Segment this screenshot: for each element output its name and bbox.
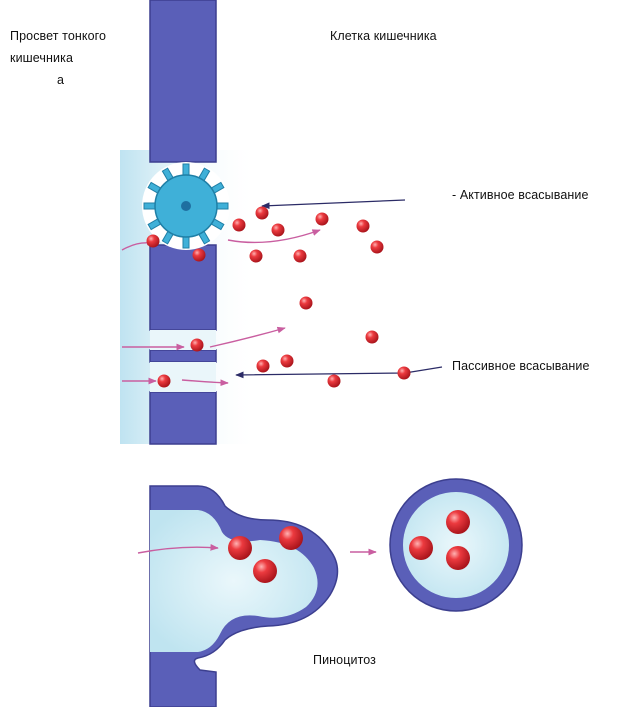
molecule-large bbox=[253, 559, 277, 583]
membrane-segment-top bbox=[150, 0, 216, 162]
molecule-large bbox=[446, 510, 470, 534]
molecule bbox=[193, 249, 206, 262]
molecule bbox=[357, 220, 370, 233]
molecule bbox=[294, 250, 307, 263]
molecule bbox=[147, 235, 160, 248]
molecule bbox=[371, 241, 384, 254]
molecule bbox=[300, 297, 313, 310]
molecule bbox=[257, 360, 270, 373]
membrane-segment-thin bbox=[150, 350, 216, 362]
molecule bbox=[366, 331, 379, 344]
molecule bbox=[328, 375, 341, 388]
label-pointers bbox=[236, 200, 442, 375]
molecule-large bbox=[409, 536, 433, 560]
molecule bbox=[191, 339, 204, 352]
membrane-segment-bottom bbox=[150, 392, 216, 444]
molecule bbox=[272, 224, 285, 237]
molecule bbox=[316, 213, 329, 226]
molecule-large bbox=[446, 546, 470, 570]
molecule bbox=[233, 219, 246, 232]
molecule-large bbox=[279, 526, 303, 550]
molecule bbox=[398, 367, 411, 380]
molecule bbox=[250, 250, 263, 263]
molecule bbox=[281, 355, 294, 368]
molecule bbox=[256, 207, 269, 220]
membrane-segment-middle bbox=[150, 245, 216, 330]
molecule bbox=[158, 375, 171, 388]
molecule-large bbox=[228, 536, 252, 560]
